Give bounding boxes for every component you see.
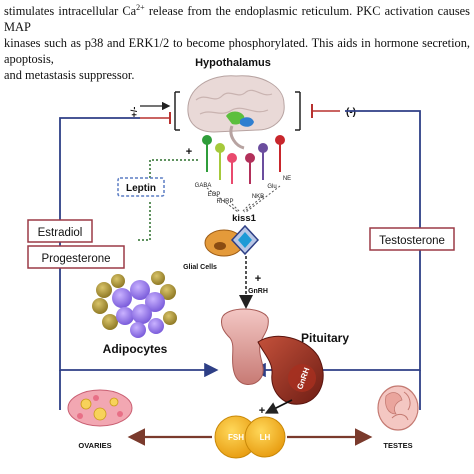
feedback-right-sign: (-) [346,107,356,118]
ovaries-label: OVARIES [78,441,111,450]
adipocytes-label: Adipocytes [103,342,168,356]
kiss1-label: kiss1 [232,213,256,224]
feedback-left: +/- [129,91,180,131]
leptin-label: Leptin [126,183,156,194]
intro-line2: kinases such as p38 and ERK1/2 to become… [4,36,470,67]
fsh-label: FSH [228,433,244,442]
leptin-plus-sign: + [186,146,192,158]
glial-cells-label: Glial Cells [183,264,217,271]
intro-paragraph: stimulates intracellular Ca2+ release fr… [4,0,470,83]
testes-illustration [377,385,419,431]
progesterone-box: Progesterone [27,245,125,269]
neuron-label-ne: NE [283,176,291,182]
gnrh-label: GnRH [248,288,268,295]
estradiol-box: Estradiol [27,219,93,243]
intro-line3: and metastasis suppressor. [4,68,135,83]
pituitary-gland: GnRH [221,308,324,405]
neuron-label-gaba: GABA [195,183,212,189]
intro-line1-sup: 2+ [136,3,145,12]
testes-label: TESTES [383,441,412,450]
leptin-box [117,177,165,197]
pituitary-label: Pituitary [301,331,349,345]
neuron-label-eop: EOP [208,192,221,198]
fsh-plus-sign: + [259,405,265,417]
glial-cell [204,224,260,257]
intro-line1-b: release from the endoplasmic reticulum. … [4,4,470,35]
feedback-right: (-) [295,91,356,131]
testosterone-label: Testosterone [379,235,445,247]
neuron-label-glu: Glu [267,184,276,190]
gnrh-plus-sign: + [255,273,261,285]
neuron-label-rhrp: RHRP [216,199,233,205]
estradiol-label: Estradiol [38,227,83,239]
neuron-label-nkb: NKB [252,194,264,200]
leptin-pathway: + Leptin [117,146,198,241]
neuron-cluster: GABA EOP RHRP NKB Glu NE [195,135,291,213]
ovaries-illustration [67,389,133,427]
lh-label: LH [260,433,271,442]
feedback-left-sign: +/- [129,107,139,118]
brain-illustration [187,75,285,150]
adipocytes-cluster [92,271,177,338]
hypothalamus-label: Hypothalamus [195,57,271,69]
gonadotropins: FSH LH [214,415,286,459]
progesterone-label: Progesterone [41,253,110,265]
pituitary-to-gonadotropins-arrow [264,399,293,414]
intro-line1-a: stimulates intracellular Ca [4,4,137,19]
testosterone-box: Testosterone [369,227,455,251]
